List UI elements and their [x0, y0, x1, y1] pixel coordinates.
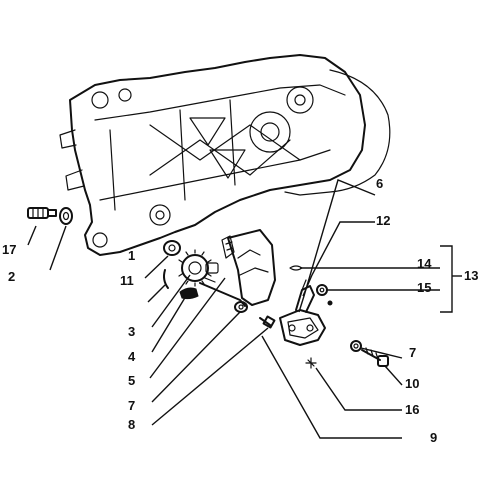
crankcase-housing	[59, 54, 366, 256]
part-9-mechanism	[279, 279, 326, 346]
part-10-bolt	[361, 347, 389, 367]
callout-14: 14	[417, 256, 432, 271]
callout-12: 12	[376, 213, 391, 228]
callout-3: 3	[128, 324, 136, 339]
callout-6: 6	[376, 176, 384, 191]
part-13-dot	[327, 300, 333, 306]
callout-17: 17	[2, 242, 17, 257]
callout-9: 9	[430, 430, 438, 445]
callout-8: 8	[128, 417, 136, 432]
callout-1: 1	[128, 248, 136, 263]
callout-11: 11	[120, 273, 134, 288]
part-7-washer-left	[234, 301, 248, 313]
callout-7-left: 7	[128, 398, 136, 413]
part-4-pawl	[179, 287, 199, 300]
callout-7-right: 7	[409, 345, 417, 360]
part-1-washer	[163, 240, 181, 256]
callout-5: 5	[128, 373, 136, 388]
part-5-shaft	[199, 277, 246, 307]
callout-13: 13	[464, 268, 479, 283]
part-7-washer-right	[350, 340, 362, 352]
gasket-edge	[284, 69, 391, 196]
part-8-screw	[259, 315, 276, 329]
part-16-clip	[305, 357, 317, 369]
part-11-seal	[163, 269, 169, 289]
callout-10: 10	[405, 376, 420, 391]
leader-lines	[27, 179, 462, 439]
callout-16: 16	[405, 402, 420, 417]
callout-4: 4	[128, 349, 136, 364]
callout-15: 15	[417, 280, 432, 295]
callout-2: 2	[8, 269, 16, 284]
part-2-washer	[59, 207, 73, 225]
kickstart-lever	[221, 229, 276, 306]
part-3-gear	[178, 249, 219, 287]
part-17-screw	[27, 207, 57, 219]
part-15-ring	[316, 284, 328, 296]
